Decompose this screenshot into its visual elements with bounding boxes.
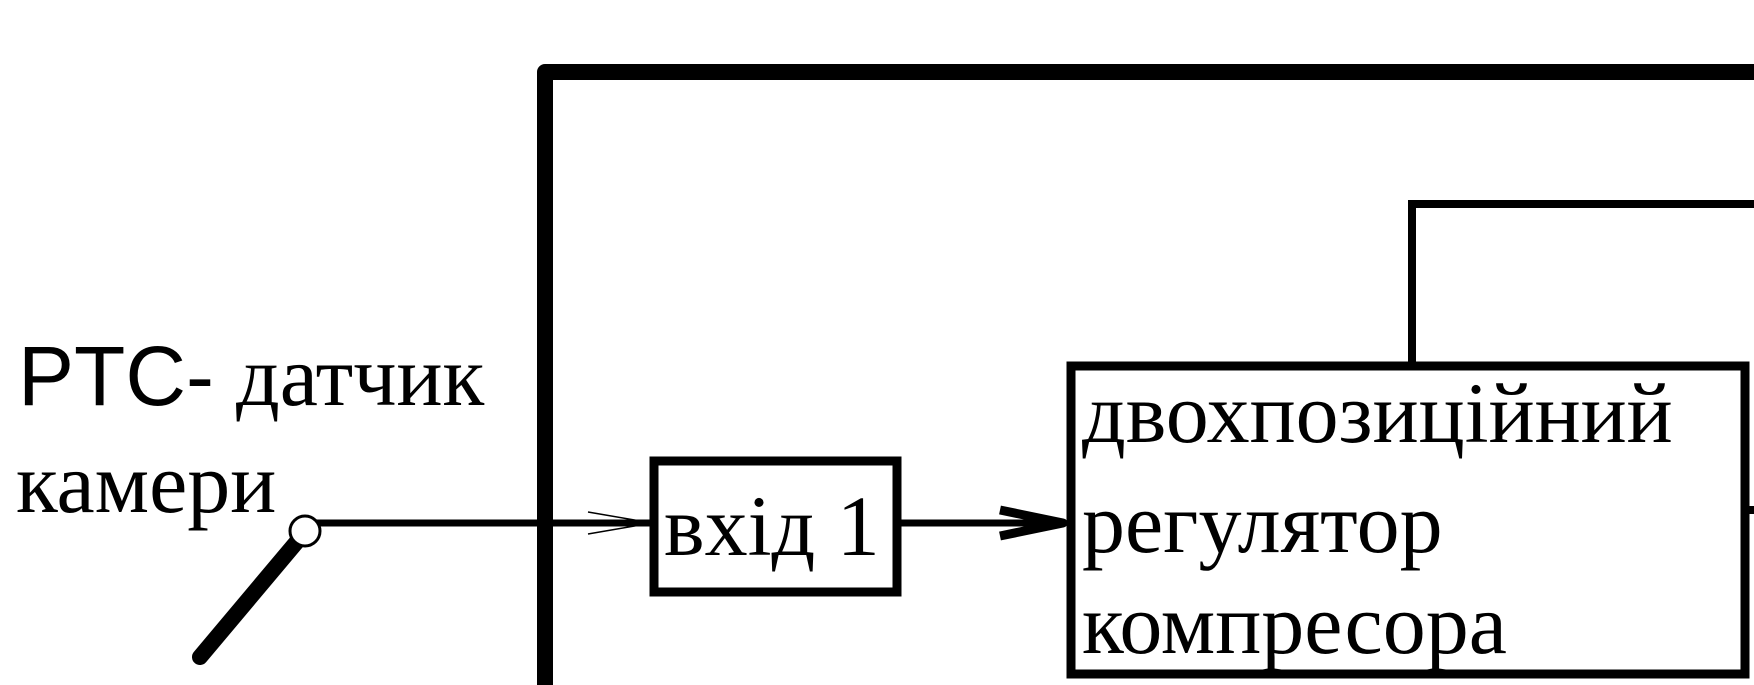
regulator-label-line2: регулятор	[1082, 475, 1443, 571]
ptc-probe-terminal	[288, 514, 322, 548]
sensor-word: датчик	[235, 328, 485, 424]
regulator-output-line	[1408, 200, 1754, 366]
regulator-label-line1: двохпозиційний	[1082, 365, 1673, 461]
ptc-probe-body	[192, 530, 308, 665]
regulator-label-line3: компресора	[1082, 576, 1507, 672]
sensor-type: PTC-	[18, 329, 214, 423]
sensor-label-line2: камери	[16, 435, 277, 531]
controller-enclosure-frame	[537, 64, 1754, 685]
sensor-label-line1: PTC-датчик	[18, 333, 484, 419]
regulator-arrowhead	[999, 505, 1068, 541]
input-1-label: вхід 1	[664, 478, 880, 574]
